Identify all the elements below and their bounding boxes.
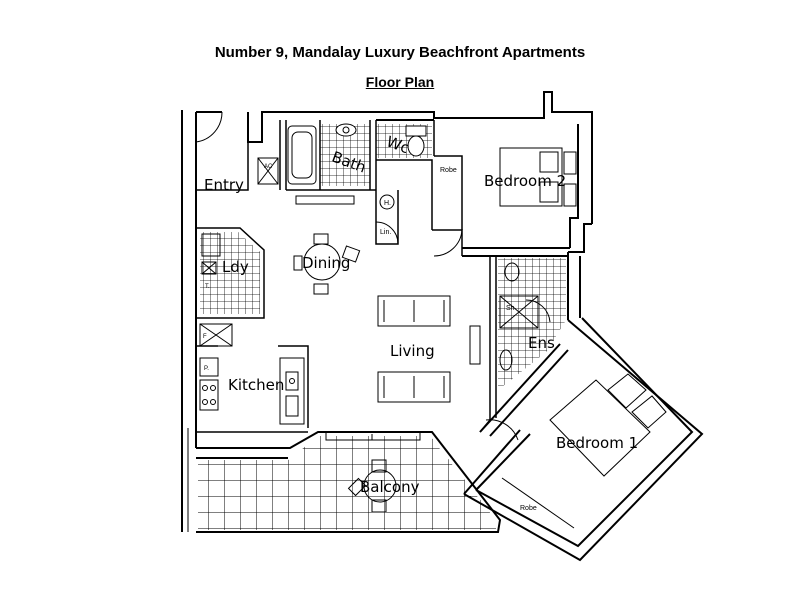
label-pantry: P. — [204, 366, 209, 372]
label-bedroom1: Bedroom 1 — [556, 434, 638, 452]
label-shower: Sh — [506, 305, 515, 312]
page-title: Number 9, Mandalay Luxury Beachfront Apa… — [214, 44, 586, 61]
label-living: Living — [390, 342, 435, 360]
label-robe-top: Robe — [440, 167, 457, 174]
label-kitchen: Kitchen — [228, 376, 284, 394]
label-entry: Entry — [204, 176, 244, 194]
label-aircon: AC — [264, 164, 273, 170]
label-ensuite: Ens — [528, 334, 555, 352]
label-fridge: F — [203, 334, 207, 340]
label-robe-bottom: Robe — [520, 505, 537, 512]
outer-walls — [181, 91, 704, 562]
page-subtitle: Floor Plan — [365, 74, 435, 90]
label-laundry-tub: T. — [205, 284, 210, 290]
label-dining: Dining — [302, 254, 350, 272]
label-bedroom2: Bedroom 2 — [484, 172, 566, 190]
label-hws: H. — [384, 200, 391, 207]
fixtures — [199, 123, 667, 529]
label-linen: Lin. — [380, 229, 391, 236]
label-laundry: Ldy — [222, 258, 249, 276]
label-balcony: Balcony — [360, 478, 420, 496]
